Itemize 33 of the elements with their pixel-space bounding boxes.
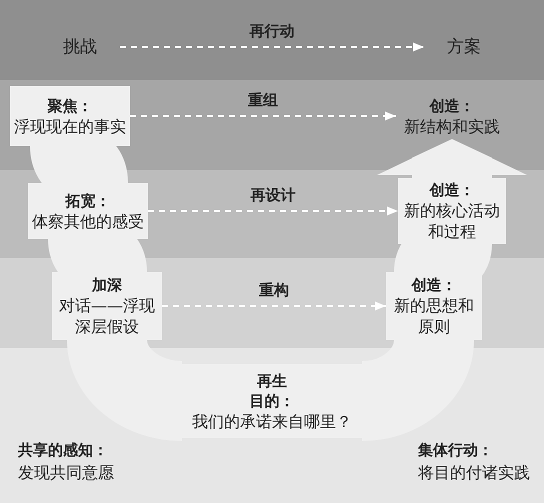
stage-label: 方案 xyxy=(424,32,504,62)
dashed-arrow xyxy=(120,42,424,52)
stage-description: 新结构和实践 xyxy=(404,116,500,136)
caption-text: 将目的付诸实践 xyxy=(418,462,530,483)
stage-heading: 聚焦： xyxy=(48,96,92,116)
edge-label: 再行动 xyxy=(250,21,294,41)
caption-heading: 共享的感知： xyxy=(18,440,108,460)
stage-description: 新的核心活动和过程 xyxy=(403,200,501,242)
stage-heading: 加深 xyxy=(92,275,122,295)
stage-description: 体察其他的感受 xyxy=(32,210,144,232)
stage-heading: 目的： xyxy=(250,390,294,410)
u-curve-arrow xyxy=(377,139,527,178)
edge-label: 再设计 xyxy=(250,185,296,205)
dashed-arrow xyxy=(148,206,398,216)
stage-panel xyxy=(10,86,130,146)
stage-description: 对话——浮现深层假设 xyxy=(58,295,156,337)
stage-description: 浮现现在的事实 xyxy=(14,116,126,136)
stage-heading: 创造： xyxy=(430,180,474,200)
stage-label: 挑战 xyxy=(40,32,120,62)
stage-heading: 再生 xyxy=(257,370,287,390)
edge-label: 重构 xyxy=(259,280,289,300)
stage-description: 新的思想和原则 xyxy=(393,295,475,337)
stage-heading: 拓宽： xyxy=(66,190,110,210)
caption-text: 发现共同意愿 xyxy=(18,462,114,483)
caption-heading: 集体行动： xyxy=(418,440,493,460)
stage-heading: 创造： xyxy=(430,96,474,116)
level-band xyxy=(0,258,544,348)
level-band xyxy=(0,0,544,80)
dashed-arrow xyxy=(130,112,396,120)
stage-description: 我们的承诺来自哪里？ xyxy=(192,410,352,432)
dashed-arrow xyxy=(162,302,386,310)
stage-heading: 创造： xyxy=(412,275,456,295)
edge-label: 重组 xyxy=(248,90,278,110)
